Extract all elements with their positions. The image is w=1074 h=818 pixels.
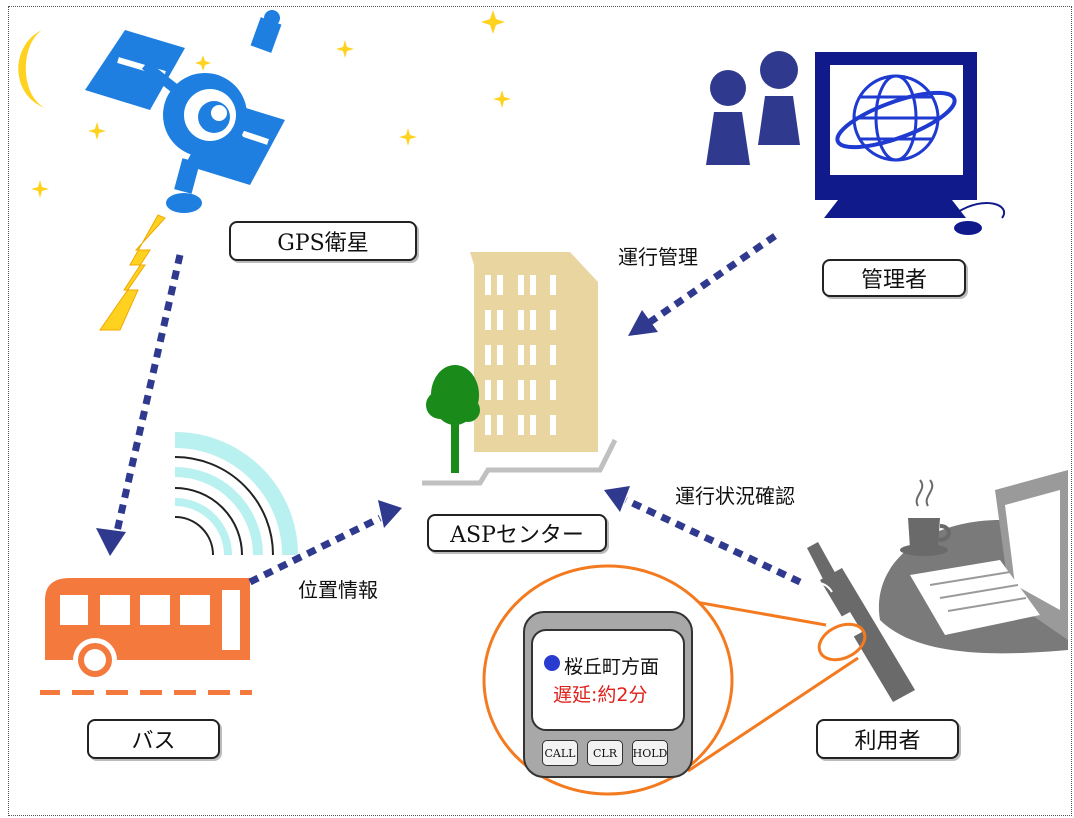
bus-to-asp-arrow — [248, 514, 382, 586]
phone-clr-key[interactable]: CLR — [587, 740, 623, 766]
phone-zoom-callout — [482, 564, 867, 796]
moon-icon — [18, 30, 45, 108]
flow-arrows — [112, 233, 802, 586]
operation-management-label: 運行管理 — [618, 245, 698, 269]
phone-delay-text: 遅延:約2分 — [553, 684, 648, 706]
bus-label: バス — [87, 719, 220, 759]
user-to-asp-arrow — [624, 496, 802, 586]
status-check-label: 運行状況確認 — [675, 484, 795, 508]
asp-building-icon — [422, 252, 618, 486]
gps-satellite-label: GPS衛星 — [229, 221, 417, 261]
diagram-frame — [8, 6, 1072, 816]
person-icons — [706, 51, 800, 165]
bus-icon — [40, 578, 252, 695]
mobile-phone-icon — [805, 542, 915, 702]
asp-center-label: ASPセンター — [427, 514, 607, 552]
laptop-coffee-icon — [878, 470, 1068, 654]
phone-hold-key[interactable]: HOLD — [632, 740, 668, 766]
tree-icon — [426, 365, 480, 473]
star-icons — [31, 10, 511, 198]
gps-satellite-icon — [85, 10, 285, 213]
signal-lightning-icon — [99, 214, 166, 331]
phone-destination-text: 桜丘町方面 — [564, 656, 660, 678]
computer-monitor-icon — [815, 52, 1006, 235]
radio-waves-icon — [174, 432, 298, 556]
phone-call-key[interactable]: CALL — [542, 740, 578, 766]
admin-label: 管理者 — [822, 259, 966, 297]
position-info-label: 位置情報 — [298, 578, 378, 602]
user-label: 利用者 — [816, 719, 959, 759]
gps-to-bus-arrow — [112, 254, 184, 537]
